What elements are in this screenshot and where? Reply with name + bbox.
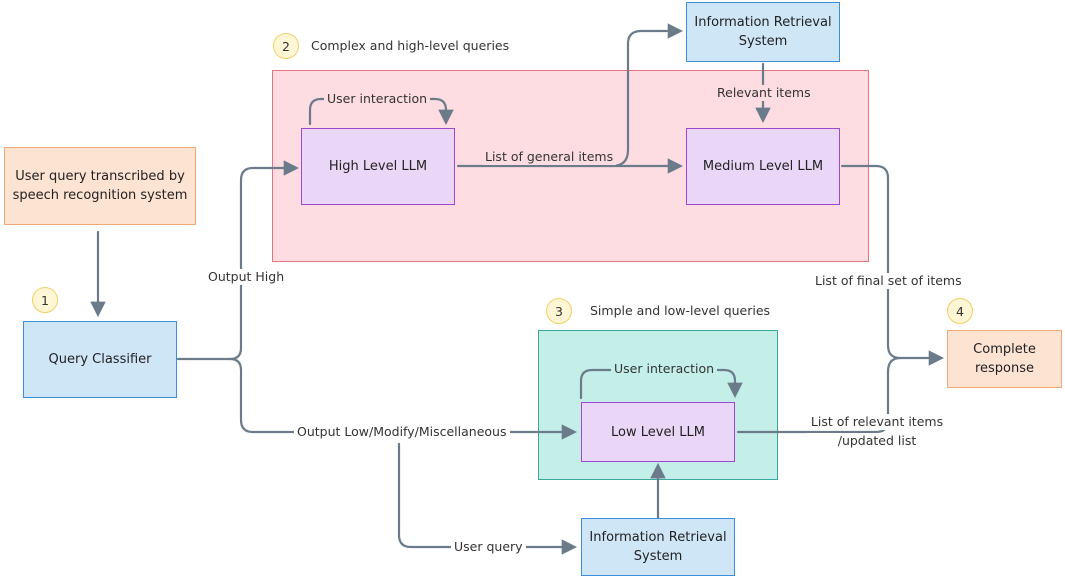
edge-branch-to-ir-top [610,23,684,168]
user-query-box: User query transcribed by speech recogni… [4,147,196,225]
edge-label-list-general-items: List of general items [482,149,617,165]
edge-label-user-query: User query [451,539,526,555]
edge-label-user-interaction-low: User interaction [611,361,718,377]
edge-classifier-to-high [176,160,300,361]
edge-branch-to-ir-bottom [397,442,578,555]
low-level-llm-box: Low Level LLM [581,402,735,462]
information-retrieval-bottom-box: Information Retrieval System [581,518,735,576]
edge-medium-to-complete [840,164,945,366]
edge-label-relevant-items: Relevant items [714,85,814,101]
edge-label-list-relevant-items: List of relevant items [806,414,948,430]
step-badge-3: 3 [546,298,572,324]
medium-level-llm-box: Medium Level LLM [686,128,840,205]
edge-classifier-to-low [228,357,578,440]
edge-label-output-high: Output High [205,269,288,285]
information-retrieval-top-box: Information Retrieval System [686,2,840,62]
query-classifier-box: Query Classifier [23,321,177,398]
simple-queries-title: Simple and low-level queries [590,303,771,318]
edge-label-updated-list: /updated list [806,433,948,449]
step-badge-2: 2 [273,33,299,59]
edge-label-list-final-items: List of final set of items [812,273,965,289]
step-badge-4: 4 [947,298,973,324]
high-level-llm-box: High Level LLM [301,128,455,205]
edge-label-output-low: Output Low/Modify/Miscellaneous [294,424,510,440]
edge-label-user-interaction-high: User interaction [324,91,431,107]
complex-queries-title: Complex and high-level queries [311,38,510,53]
step-badge-1: 1 [32,287,58,313]
complete-response-box: Complete response [947,330,1062,388]
